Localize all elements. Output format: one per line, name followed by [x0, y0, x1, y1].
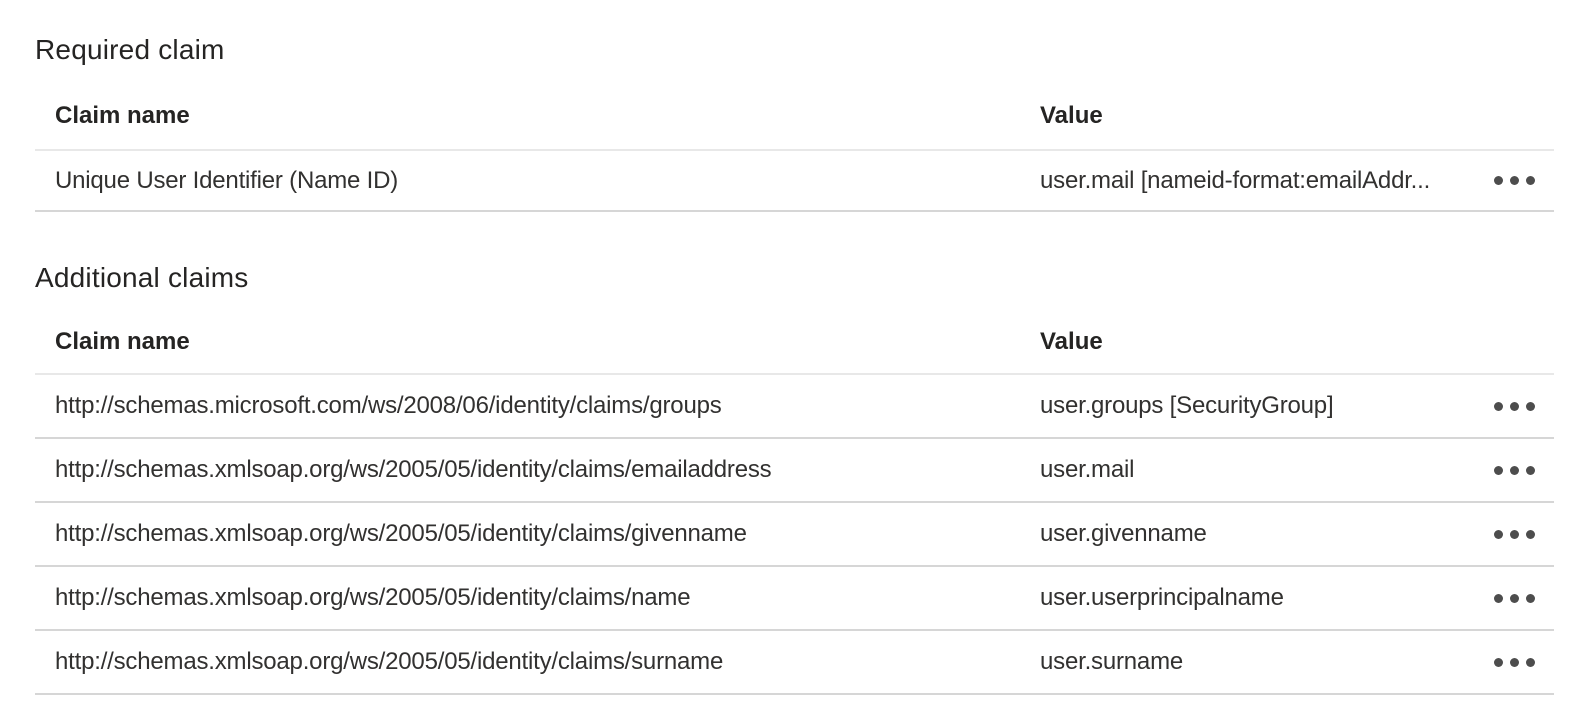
claim-value-cell: user.mail: [1040, 456, 1135, 483]
claim-name-cell: http://schemas.microsoft.com/ws/2008/06/…: [55, 392, 722, 419]
table-row-emailaddress-claim[interactable]: http://schemas.xmlsoap.org/ws/2005/05/id…: [35, 439, 1554, 503]
table-row-surname-claim[interactable]: http://schemas.xmlsoap.org/ws/2005/05/id…: [35, 631, 1554, 695]
table-row-unique-user-identifier[interactable]: Unique User Identifier (Name ID) user.ma…: [35, 151, 1554, 212]
column-header-claim-name: Claim name: [55, 327, 190, 355]
required-claim-section: Required claim Claim name Value Unique U…: [35, 32, 1594, 212]
row-context-menu-button[interactable]: [1492, 652, 1537, 673]
row-context-menu-button[interactable]: [1492, 524, 1537, 545]
additional-claims-section: Additional claims Claim name Value http:…: [35, 260, 1594, 695]
ellipsis-icon: [1494, 176, 1535, 185]
required-claim-title: Required claim: [35, 34, 225, 65]
row-context-menu-button[interactable]: [1492, 588, 1537, 609]
claim-value-cell: user.mail [nameid-format:emailAddr...: [1040, 166, 1431, 194]
ellipsis-icon: [1494, 593, 1535, 603]
additional-claims-table-header: Claim name Value: [35, 310, 1554, 375]
required-claim-table-header: Claim name Value: [35, 82, 1554, 151]
row-context-menu-button[interactable]: [1492, 396, 1537, 417]
claim-value-cell: user.surname: [1040, 648, 1184, 675]
row-context-menu-button[interactable]: [1492, 460, 1537, 481]
claim-value-cell: user.givenname: [1040, 520, 1207, 547]
claim-name-cell: http://schemas.xmlsoap.org/ws/2005/05/id…: [55, 584, 691, 611]
column-header-claim-name: Claim name: [55, 101, 190, 129]
additional-claims-title: Additional claims: [35, 262, 249, 293]
claim-name-cell: http://schemas.xmlsoap.org/ws/2005/05/id…: [55, 520, 747, 547]
ellipsis-icon: [1494, 401, 1535, 411]
claim-name-cell: Unique User Identifier (Name ID): [55, 166, 399, 194]
table-row-name-claim[interactable]: http://schemas.xmlsoap.org/ws/2005/05/id…: [35, 567, 1554, 631]
claim-value-cell: user.groups [SecurityGroup]: [1040, 392, 1334, 419]
claim-name-cell: http://schemas.xmlsoap.org/ws/2005/05/id…: [55, 456, 772, 483]
ellipsis-icon: [1494, 529, 1535, 539]
column-header-value: Value: [1040, 101, 1103, 129]
claim-name-cell: http://schemas.xmlsoap.org/ws/2005/05/id…: [55, 648, 724, 675]
table-row-groups-claim[interactable]: http://schemas.microsoft.com/ws/2008/06/…: [35, 375, 1554, 439]
ellipsis-icon: [1494, 657, 1535, 667]
claim-value-cell: user.userprincipalname: [1040, 584, 1284, 611]
column-header-value: Value: [1040, 327, 1103, 355]
additional-claims-table: Claim name Value http://schemas.microsof…: [35, 310, 1554, 695]
table-row-givenname-claim[interactable]: http://schemas.xmlsoap.org/ws/2005/05/id…: [35, 503, 1554, 567]
row-context-menu-button[interactable]: [1492, 170, 1537, 191]
required-claim-table: Claim name Value Unique User Identifier …: [35, 82, 1554, 212]
saml-claims-panel: Required claim Claim name Value Unique U…: [35, 32, 1594, 695]
ellipsis-icon: [1494, 465, 1535, 475]
